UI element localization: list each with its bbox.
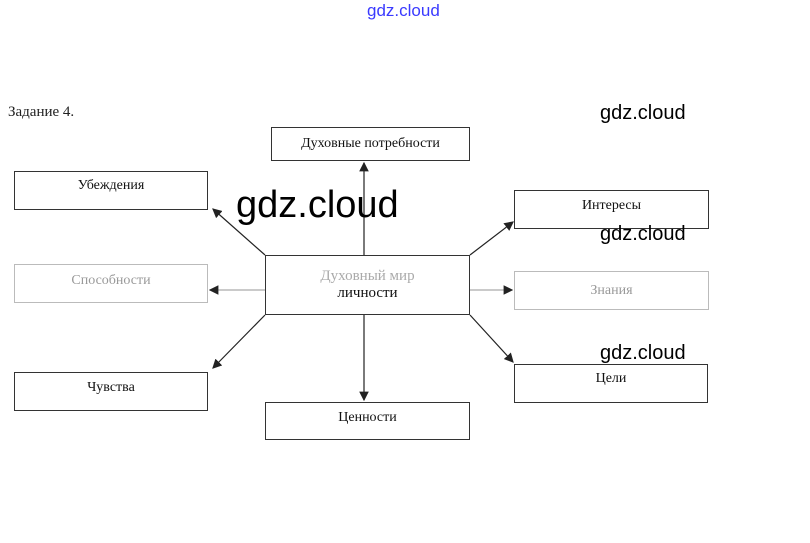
node-beliefs: Убеждения xyxy=(14,171,208,210)
watermark-top: gdz.cloud xyxy=(367,1,440,20)
center-node: Духовный мир личности xyxy=(265,255,470,315)
center-line-1: Духовный мир xyxy=(320,268,415,284)
node-spiritual-needs: Духовные потребности xyxy=(271,127,470,161)
watermark-2: gdz.cloud xyxy=(600,223,686,245)
node-goals: Цели xyxy=(514,364,708,403)
node-feelings: Чувства xyxy=(14,372,208,411)
center-line-2: личности xyxy=(337,285,398,301)
node-interests: Интересы xyxy=(514,190,709,229)
watermark-3: gdz.cloud xyxy=(600,342,686,364)
watermark-1: gdz.cloud xyxy=(600,102,686,124)
node-knowledge: Знания xyxy=(514,271,709,310)
watermark-big: gdz.cloud xyxy=(236,184,399,226)
node-values: Ценности xyxy=(265,402,470,440)
node-abilities: Способности xyxy=(14,264,208,303)
task-label: Задание 4. xyxy=(8,104,75,120)
